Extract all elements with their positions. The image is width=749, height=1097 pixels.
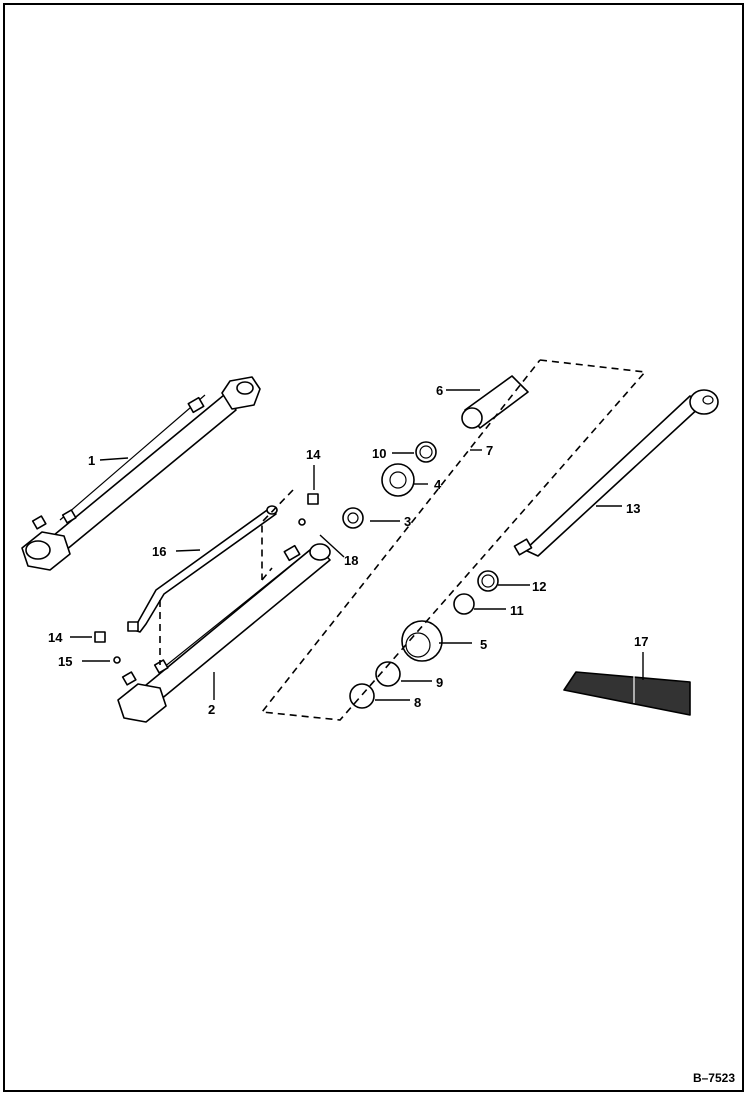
callout-10: 10	[372, 446, 386, 461]
callout-4: 4	[434, 477, 442, 492]
decal-17	[563, 671, 691, 716]
callout-8: 8	[414, 695, 421, 710]
callout-1: 1	[88, 453, 95, 468]
seal-kit-parts	[94, 375, 529, 709]
hydraulic-tube-16	[127, 505, 278, 633]
callout-13: 13	[626, 501, 640, 516]
callout-17: 17	[634, 634, 648, 649]
leader-lines	[70, 389, 644, 701]
callout-18: 18	[344, 553, 358, 568]
callout-14-upper: 14	[306, 447, 321, 462]
callout-15: 15	[58, 654, 72, 669]
figure-id: B–7523	[692, 1071, 735, 1085]
callout-labels: 1 2 3 4 5 6 7 8 9 10 11 12 13 14 14 15 1…	[48, 383, 648, 717]
callout-3: 3	[404, 514, 411, 529]
callout-12: 12	[532, 579, 546, 594]
seal-kit-outline	[260, 359, 647, 721]
callout-9: 9	[436, 675, 443, 690]
fitting-group-outline	[261, 489, 294, 581]
callout-6: 6	[436, 383, 443, 398]
callout-7: 7	[486, 443, 493, 458]
callout-5: 5	[480, 637, 487, 652]
callout-16: 16	[152, 544, 166, 559]
callout-11: 11	[510, 603, 524, 618]
cylinder-assembly-1	[21, 376, 261, 571]
callout-14-lower: 14	[48, 630, 63, 645]
callout-2: 2	[208, 702, 215, 717]
rod-13	[513, 389, 719, 557]
page-border	[3, 3, 744, 1092]
cylinder-assembly-2	[117, 543, 331, 723]
